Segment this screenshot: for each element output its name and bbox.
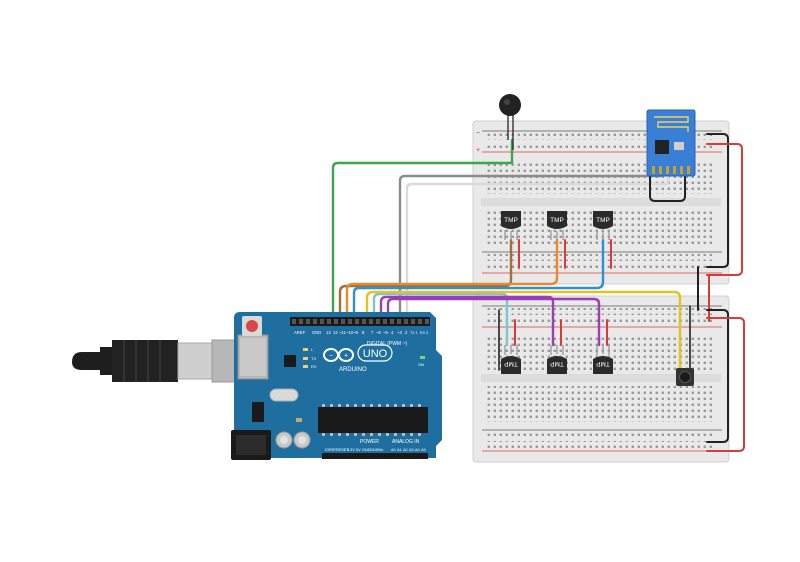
pushbutton[interactable] xyxy=(676,368,694,386)
pin-1: TX 1 xyxy=(410,331,418,335)
wire-gray[interactable] xyxy=(398,158,662,314)
svg-text:+: + xyxy=(344,353,348,360)
wire-orange[interactable] xyxy=(345,238,559,314)
temperature-sensor-5[interactable]: TMP xyxy=(547,345,567,374)
wifi-module[interactable] xyxy=(646,109,696,177)
wires xyxy=(331,133,745,452)
pin-0: RX 0 xyxy=(420,331,428,335)
wire-red-right-bottom[interactable] xyxy=(706,317,745,452)
led-on-label: ON xyxy=(418,362,424,367)
wire-red-right-top[interactable] xyxy=(706,143,743,276)
rail-plus-label: + xyxy=(476,147,480,154)
pin-3: ~3 xyxy=(397,330,402,335)
wire-black-right-bottom[interactable] xyxy=(706,309,729,443)
power-pin-5v: 5V xyxy=(356,448,361,452)
temperature-sensor-icon xyxy=(547,211,567,229)
pin-10: ~10 xyxy=(346,330,354,335)
pin-6: ~6 xyxy=(376,330,381,335)
analog-header-label: ANALOG IN xyxy=(392,439,420,445)
pin-12: 12 xyxy=(333,330,338,335)
sensor-label: TMP xyxy=(596,360,610,367)
reset-button-icon[interactable] xyxy=(246,320,258,332)
rail-minus-label: − xyxy=(476,130,480,137)
analog-pin-a0: A0 xyxy=(391,448,396,452)
led-rx-label: RX xyxy=(311,364,317,369)
temperature-sensor-4[interactable]: TMP xyxy=(501,345,521,374)
svg-text:−: − xyxy=(329,353,333,360)
aref-label: AREF xyxy=(294,330,306,335)
wire-yellow[interactable] xyxy=(365,290,682,370)
buzzer-icon xyxy=(499,94,521,116)
sensor-label: TMP xyxy=(504,360,518,367)
buzzer[interactable] xyxy=(499,94,521,150)
sensor-label: TMP xyxy=(550,217,564,224)
model-label: UNO xyxy=(363,348,388,360)
analog-pin-a4: A4 xyxy=(415,448,420,452)
pin-7: 7 xyxy=(371,330,374,335)
temperature-sensor-1[interactable]: TMP xyxy=(501,211,521,240)
temperature-sensor-icon xyxy=(593,211,613,229)
wire-purple-3[interactable] xyxy=(386,297,601,347)
sensor-label: TMP xyxy=(504,217,518,224)
temperature-sensor-3[interactable]: TMP xyxy=(593,211,613,240)
digital-header-label: DIGITAL (PWM ~) xyxy=(367,341,407,347)
pin-5: ~5 xyxy=(383,330,388,335)
power-pin-reset: RESET xyxy=(336,448,349,452)
wire-black-esp-loop[interactable] xyxy=(649,159,686,202)
sensor-label: TMP xyxy=(550,360,564,367)
wire-green[interactable] xyxy=(331,138,514,314)
analog-pin-a1: A1 xyxy=(397,448,402,452)
temperature-sensor-icon xyxy=(501,356,521,374)
pin-8: 8 xyxy=(362,330,365,335)
led-l-label: L xyxy=(311,347,314,352)
temperature-sensor-icon xyxy=(547,356,567,374)
pin-4: 4 xyxy=(391,330,394,335)
power-header-label: POWER xyxy=(360,439,379,445)
analog-pin-a3: A3 xyxy=(409,448,414,452)
analog-pin-a2: A2 xyxy=(403,448,408,452)
led-tx-label: TX xyxy=(311,356,316,361)
wire-white[interactable] xyxy=(405,158,670,314)
brand-label: ARDUINO xyxy=(339,367,367,373)
temperature-sensor-icon xyxy=(501,211,521,229)
usb-cable xyxy=(72,339,251,383)
temperature-sensor-6[interactable]: TMP xyxy=(593,345,613,374)
pin-13: 13 xyxy=(326,330,331,335)
pin-9: ~9 xyxy=(353,330,358,335)
arduino-board[interactable]: AREF GND 13 12 ~11 ~10 ~9 8 7 ~6 ~5 4 ~3… xyxy=(231,312,442,460)
sensor-label: TMP xyxy=(596,217,610,224)
power-pin-3v3: 3.3V xyxy=(347,448,355,452)
pin-11: ~11 xyxy=(339,330,346,335)
analog-pin-a5: A5 xyxy=(421,448,426,452)
power-pin-gnd2: GND xyxy=(370,448,379,452)
power-pin-gnd1: GND xyxy=(362,448,371,452)
power-pin-ioref: IOREF xyxy=(325,448,337,452)
arduino-infinity-logo-icon xyxy=(323,348,354,362)
pin-2: 2 xyxy=(405,330,408,335)
temperature-sensor-2[interactable]: TMP xyxy=(547,211,567,240)
wire-black-right-top[interactable] xyxy=(706,133,729,268)
usb-cable-icon xyxy=(72,352,100,370)
gnd-label: GND xyxy=(312,330,321,335)
wire-blue[interactable] xyxy=(352,238,605,314)
power-pin-vin: Vin xyxy=(378,448,383,452)
temperature-sensor-icon xyxy=(593,356,613,374)
wire-brown[interactable] xyxy=(338,238,513,314)
